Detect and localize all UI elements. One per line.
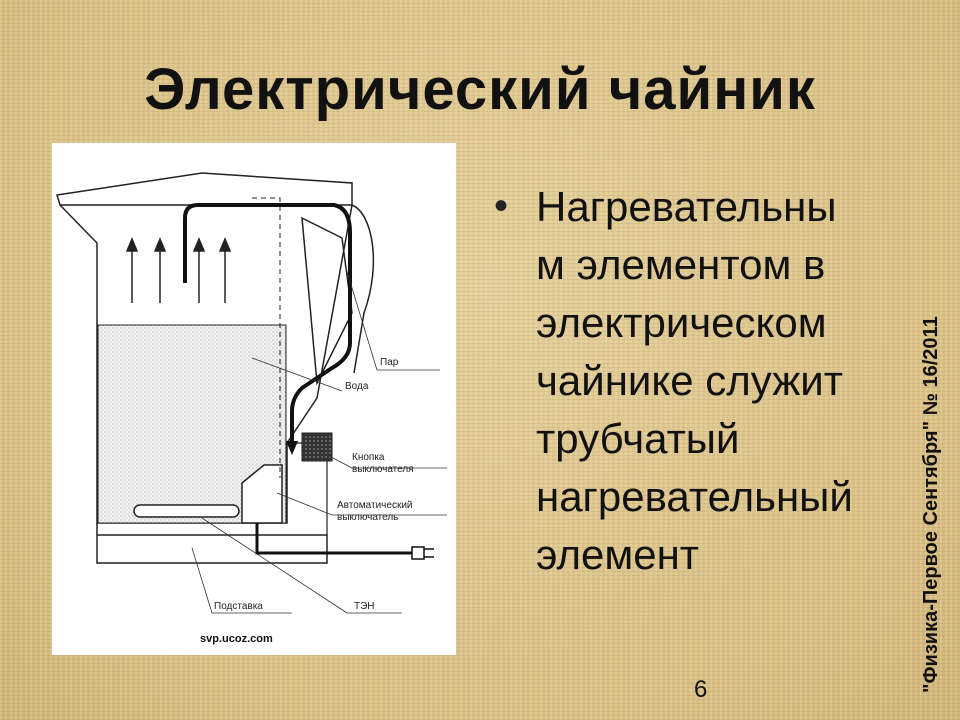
page-number: 6 [694, 676, 708, 703]
label-steam: Пар [380, 357, 399, 368]
kettle-lid [56, 172, 353, 206]
bullet-text: Нагревательны м элементом в электрическо… [536, 183, 853, 578]
kettle-diagram: Пар Вода Кнопка выключателя Автоматическ… [52, 143, 456, 655]
kettle-body [59, 204, 353, 524]
button-block [301, 432, 333, 462]
bullet-dot: • [494, 184, 509, 228]
slide-title: Электрический чайник [144, 57, 816, 122]
label-water: Вода [345, 381, 369, 392]
label-button-line2: выключателя [352, 464, 414, 475]
label-heater: ТЭН [354, 601, 375, 612]
label-auto-line2: выключатель [337, 512, 398, 523]
auto-switch [241, 464, 283, 524]
steam-channel [183, 203, 352, 443]
label-stand: Подставка [214, 601, 263, 612]
label-auto-line1: Автоматический [337, 500, 413, 511]
power-cable [255, 523, 412, 555]
diagram-source: svp.ucoz.com [200, 633, 273, 645]
steam-arrows [125, 237, 232, 303]
stand [96, 534, 328, 564]
vertical-credit: "Физика-Первое Сентября" № 16/2011 [920, 316, 942, 693]
power-plug [411, 546, 425, 560]
label-button-line1: Кнопка [352, 452, 385, 463]
heater-element [133, 504, 240, 518]
kettle-handle [351, 204, 375, 374]
kettle-diagram-svg: Пар Вода Кнопка выключателя Автоматическ… [56, 172, 447, 645]
